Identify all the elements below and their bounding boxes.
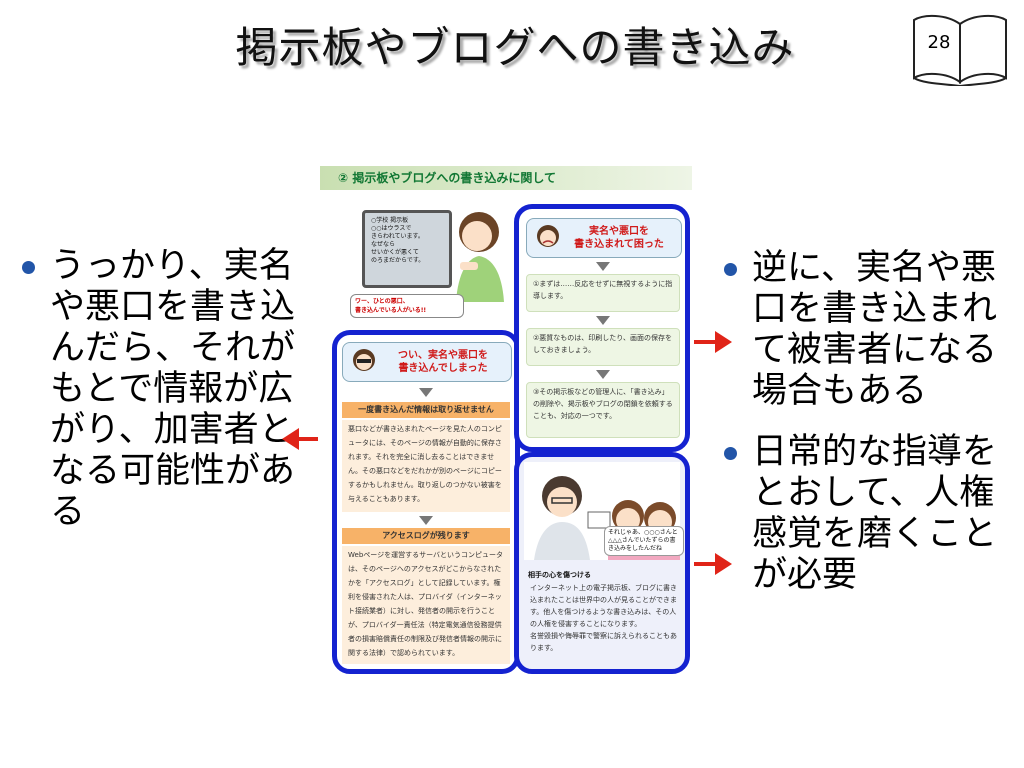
panel-heading: ② 掲示板やブログへの書き込みに関して [320,166,692,190]
book-icon [913,14,1007,86]
page-number: 28 [927,32,951,53]
speech-bubble: ワー、ひとの悪口、 書き込んでいる人がいる!! [350,294,464,318]
right-bullet-list: 逆に、実名や悪口を書き込まれて被害者になる場合もある 日常的な指導をとおして、人… [720,248,1010,596]
girl-figure [456,212,504,302]
monitor-illustration: ○学校 掲示板 ○○はウラスで きらわれています。 なぜなら せいかくが悪くて … [362,210,452,288]
student-face-icon [537,225,559,247]
left-arrow [282,428,336,450]
section2-header: アクセスログが残ります [342,528,510,544]
monitor-text: ○学校 掲示板 ○○はウラスで きらわれています。 なぜなら せいかくが悪くて … [371,217,425,264]
down-arrow [596,262,610,271]
right-bullet-1: 逆に、実名や悪口を書き込まれて被害者になる場合もある [720,248,1010,412]
student-face-icon [353,349,375,371]
guide-panel: ② 掲示板やブログへの書き込みに関して ○学校 掲示板 ○○はウラスで きらわれ… [318,166,694,682]
left-bullet-1: うっかり、実名や悪口を書き込んだら、それがもとで情報が広がり、加害者となる可能性… [18,246,308,533]
caption-title: 相手の心を傷つける [528,571,591,579]
right-column-card: 実名や悪口を 書き込まれて困った [526,218,682,258]
step-2: ②悪質なものは、印刷したり、画面の保存をしておきましょう。 [526,328,680,366]
step-3: ③その掲示板などの管理人に、「書き込み」の削除や、掲示板やブログの閉鎖を依頼する… [526,382,680,438]
section2-body: Webページを運営するサーバというコンピュータは、そのページへのアクセスがどこか… [342,546,510,664]
caption-body: インターネット上の電子掲示板、ブログに書き込まれたことは世界中の人が見ることがで… [530,584,677,652]
teacher-speech: それじゃあ、○○○さんと△△△さんでいたずらの書き込みをしたんだね [604,526,684,556]
right-bullet-2: 日常的な指導をとおして、人権感覚を磨くことが必要 [720,432,1010,596]
down-arrow [419,388,433,397]
right-arrow-upper [694,331,732,353]
section1-body: 悪口などが書き込まれたページを見た人のコンピュータには、そのページの情報が自動的… [342,420,510,512]
down-arrow [419,516,433,525]
step-1: ①まずは……反応をせずに無視するように指導します。 [526,274,680,312]
down-arrow [596,316,610,325]
right-card-title: 実名や悪口を 書き込まれて困った [574,226,664,250]
section1-header: 一度書き込んだ情報は取り返せません [342,402,510,418]
left-card-title: つい、実名や悪口を 書き込んでしまった [398,350,488,374]
slide-title: 掲示板やブログへの書き込み [235,23,795,72]
teacher-students-illustration [524,462,680,560]
right-arrow-lower [694,553,732,575]
down-arrow [596,370,610,379]
left-bullet-list: うっかり、実名や悪口を書き込んだら、それがもとで情報が広がり、加害者となる可能性… [18,246,308,533]
left-column-card: つい、実名や悪口を 書き込んでしまった [342,342,512,382]
